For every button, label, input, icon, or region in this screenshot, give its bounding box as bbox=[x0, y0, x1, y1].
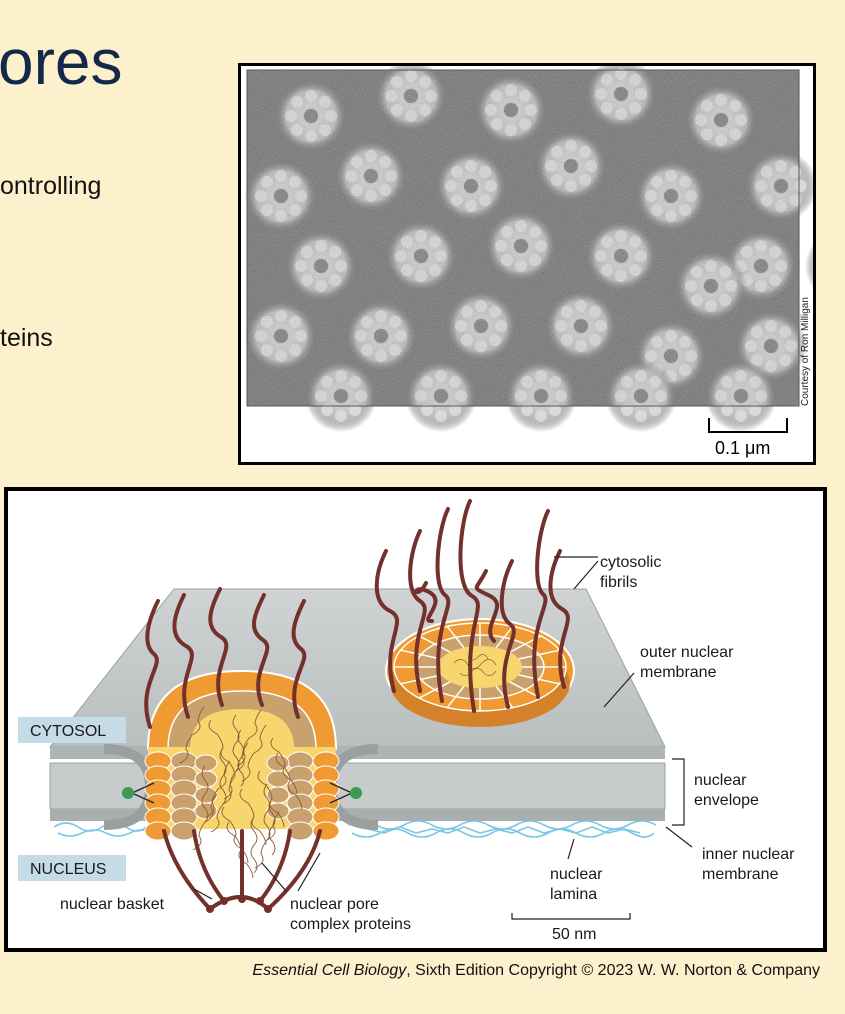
cytoplasmic-ring bbox=[385, 618, 575, 727]
caption-copyright: , Sixth Edition Copyright © 2023 W. W. N… bbox=[406, 962, 820, 979]
cytosol-tag bbox=[18, 717, 126, 743]
figure-caption: Essential Cell Biology, Sixth Edition Co… bbox=[252, 962, 820, 980]
label-cytosolic-fibrils-2: fibrils bbox=[600, 574, 637, 591]
label-nuclear-basket: nuclear basket bbox=[60, 896, 165, 913]
label-nuclear-envelope-2: envelope bbox=[694, 792, 759, 809]
nuclear-basket-ring bbox=[206, 895, 272, 913]
micrograph-panel: Courtesy of Ron Milligan 0.1 μm bbox=[238, 63, 816, 465]
label-nucleus: NUCLEUS bbox=[30, 861, 106, 878]
leader-lines bbox=[193, 556, 693, 920]
label-scale-bar: 50 nm bbox=[552, 926, 596, 943]
cytosolic-fibrils bbox=[144, 499, 570, 729]
label-nuclear-lamina-2: lamina bbox=[550, 886, 597, 903]
bullet-text-2: teins bbox=[0, 324, 53, 352]
label-cytosolic-fibrils-1: cytosolic bbox=[600, 554, 661, 571]
nuclear-lamina bbox=[53, 820, 657, 838]
label-nuclear-lamina-1: nuclear bbox=[550, 866, 603, 883]
micrograph-scale-bar bbox=[708, 418, 788, 433]
slide-title: ores bbox=[0, 26, 123, 98]
label-cytosol: CYTOSOL bbox=[30, 723, 106, 740]
npc-diagram: cytosolic fibrils outer nuclear membrane… bbox=[18, 499, 795, 943]
micrograph-scale-label: 0.1 μm bbox=[715, 438, 770, 458]
label-pore-proteins-2: complex proteins bbox=[290, 916, 411, 933]
membrane-anchors bbox=[122, 782, 362, 804]
label-outer-membrane-1: outer nuclear bbox=[640, 644, 734, 661]
bullet-text-1: ontrolling bbox=[0, 172, 102, 200]
caption-book-title: Essential Cell Biology bbox=[252, 962, 407, 979]
label-pore-proteins-1: nuclear pore bbox=[290, 896, 379, 913]
label-outer-membrane-2: membrane bbox=[640, 664, 717, 681]
micrograph-credit: Courtesy of Ron Milligan bbox=[800, 297, 811, 406]
label-inner-membrane-1: inner nuclear bbox=[702, 846, 795, 863]
npc-cross-section bbox=[122, 669, 362, 879]
nucleus-tag bbox=[18, 855, 126, 881]
micrograph-image: Courtesy of Ron Milligan 0.1 μm bbox=[245, 66, 813, 458]
label-inner-membrane-2: membrane bbox=[702, 866, 779, 883]
nuclear-basket bbox=[162, 829, 322, 911]
npc-diagram-panel: cytosolic fibrils outer nuclear membrane… bbox=[4, 487, 827, 952]
label-nuclear-envelope-1: nuclear bbox=[694, 772, 747, 789]
